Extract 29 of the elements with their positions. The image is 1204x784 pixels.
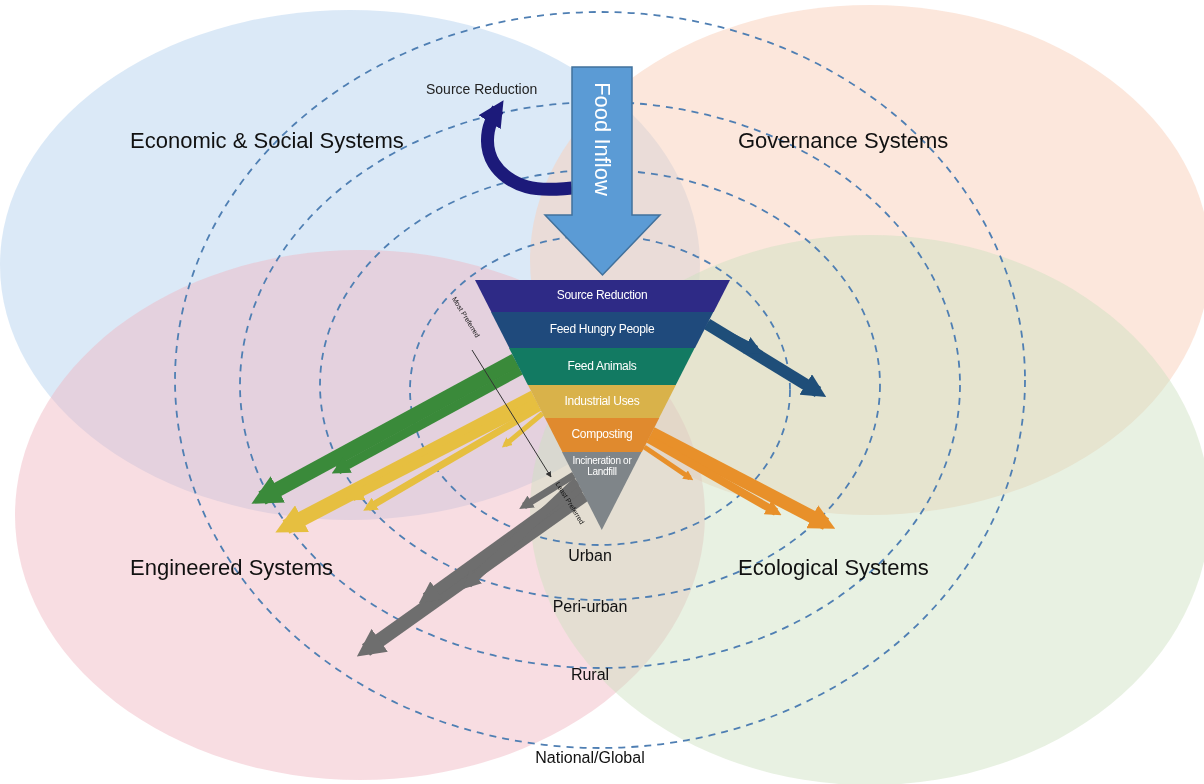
tier-label: Feed Animals: [567, 359, 637, 374]
scale-label: Peri-urban: [552, 598, 628, 616]
tier-label: Source Reduction: [556, 289, 648, 303]
tier-label: Incineration or Landfill: [571, 455, 633, 477]
scale-label: Urban: [568, 547, 612, 565]
flow-arrow: [703, 318, 827, 398]
tier-label: Industrial Uses: [564, 394, 640, 409]
system-label: Ecological Systems: [738, 555, 929, 581]
inflow-label: Food Inflow: [589, 82, 615, 196]
flow-arrow: [646, 435, 782, 516]
flow-arrow: [704, 321, 763, 354]
flow-arrow: [363, 404, 542, 511]
system-label: Economic & Social Systems: [130, 128, 404, 154]
system-label: Governance Systems: [738, 128, 949, 154]
loop-label: Source Reduction: [426, 81, 538, 97]
flow-arrow: [648, 427, 836, 530]
tier-label: Composting: [571, 428, 633, 442]
flow-arrow: [642, 444, 694, 481]
flow-arrow: [501, 411, 545, 448]
scale-label: National/Global: [535, 749, 645, 767]
scale-label: Rural: [570, 666, 610, 684]
flow-arrow: [462, 477, 581, 589]
flow-arrow: [519, 472, 576, 509]
flow-arrow: [251, 353, 520, 505]
flow-arrow: [275, 390, 538, 534]
curved-arrow: [478, 100, 573, 196]
tier-label: Feed Hungry People: [549, 323, 655, 337]
system-label: Engineered Systems: [130, 555, 333, 581]
flow-arrow: [331, 366, 523, 474]
